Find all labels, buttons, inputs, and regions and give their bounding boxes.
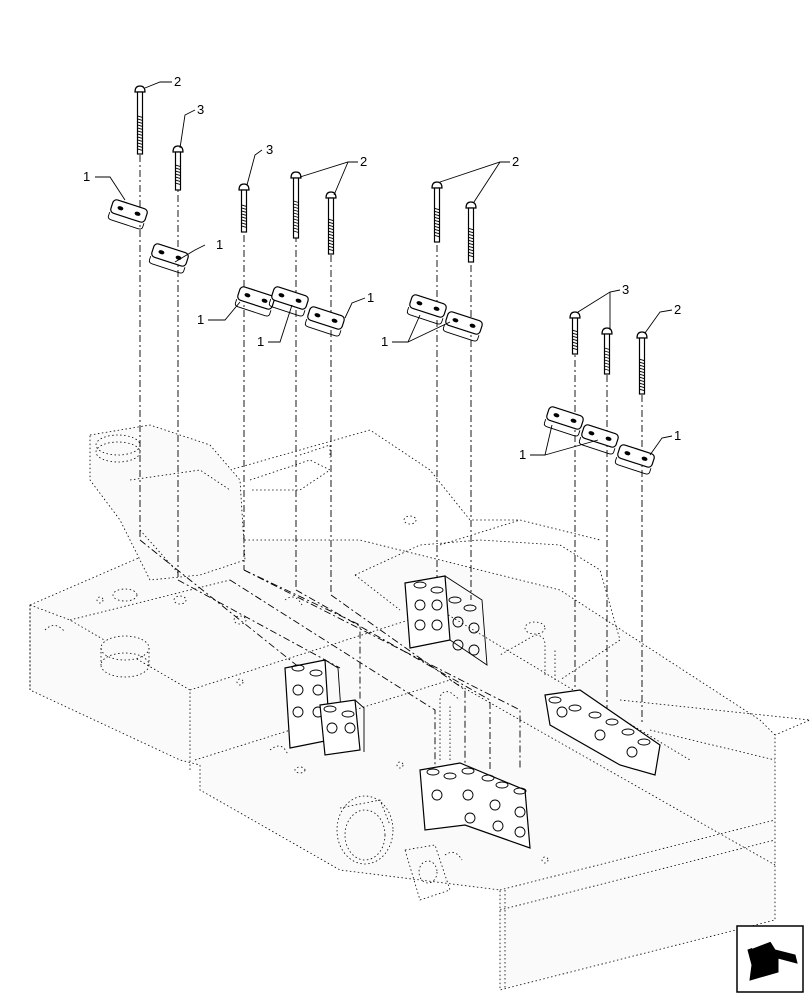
clamp-plate-icon <box>614 444 655 475</box>
clamp-block-group-front <box>419 762 531 849</box>
clamp-plate-icon <box>148 243 189 274</box>
callout-1: 1 <box>367 290 374 305</box>
plates <box>107 199 655 475</box>
callout-1: 1 <box>381 334 388 349</box>
clamp-block-group-left <box>284 659 365 756</box>
clamp-plate-icon <box>543 406 584 437</box>
clamp-block-icon <box>404 575 488 666</box>
clamp-plate-icon <box>234 286 275 317</box>
callout-3: 3 <box>197 102 204 117</box>
callout-1: 1 <box>674 428 681 443</box>
bolt-icon <box>569 311 581 355</box>
clamp-plate-icon <box>304 306 345 337</box>
bolt-icon <box>636 331 648 395</box>
callout-2: 2 <box>674 302 681 317</box>
clamp-block-icon <box>419 762 531 849</box>
bolt-icon <box>601 327 613 375</box>
clamp-plate-icon <box>107 199 148 230</box>
frame-outline <box>29 424 812 991</box>
callout-3: 3 <box>622 282 629 297</box>
callout-1: 1 <box>83 169 90 184</box>
clamp-plate-icon <box>406 294 447 325</box>
callout-3: 3 <box>266 142 273 157</box>
bolt-icon <box>465 201 477 263</box>
bolt-icon <box>325 191 337 255</box>
clamp-plate-icon <box>268 286 309 317</box>
clamp-block-icon <box>319 699 365 756</box>
bolt-icon <box>431 181 443 243</box>
bolt-icon <box>134 85 146 155</box>
clamp-plate-icon <box>442 311 483 342</box>
callout-1: 1 <box>519 447 526 462</box>
arrow-back-icon[interactable] <box>736 925 804 993</box>
callout-labels: 2 3 1 1 3 2 1 1 1 2 1 3 2 1 1 <box>83 74 681 462</box>
callout-1: 1 <box>257 334 264 349</box>
clamp-block-icon <box>544 689 661 776</box>
leader-lines <box>95 81 673 456</box>
callout-1: 1 <box>216 237 223 252</box>
bolt-icon <box>290 171 302 239</box>
bolt-icon <box>238 183 250 233</box>
bolts <box>134 85 648 395</box>
callout-2: 2 <box>512 154 519 169</box>
clamp-block-group-center <box>404 575 488 666</box>
callout-2: 2 <box>174 74 181 89</box>
alignment-lines <box>139 110 643 770</box>
callout-2: 2 <box>360 154 367 169</box>
callout-1: 1 <box>197 312 204 327</box>
bolt-icon <box>172 145 184 191</box>
clamp-block-group-right <box>544 689 661 776</box>
clamp-plate-icon <box>578 424 619 455</box>
